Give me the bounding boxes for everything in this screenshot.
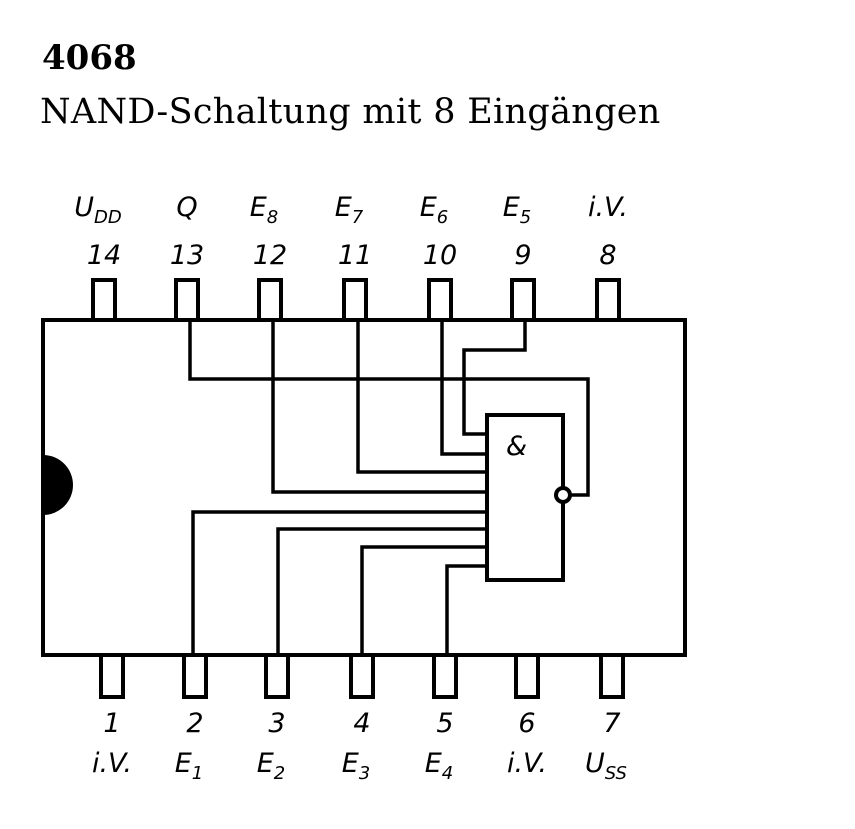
pin-number: 5 — [436, 708, 453, 739]
pin-number: 1 — [103, 708, 120, 739]
pin-number: 11 — [338, 240, 372, 271]
pin-bottom-2 — [264, 653, 290, 699]
pin-name: E6 — [420, 192, 449, 228]
wire-output-q — [188, 320, 590, 497]
gate-and-symbol: & — [506, 431, 527, 462]
wire-e8 — [271, 320, 487, 494]
pin-name-subscript: 8 — [267, 207, 278, 228]
wire-e7 — [356, 320, 487, 474]
chip-description: NAND-Schaltung mit 8 Eingängen — [40, 92, 661, 132]
pin-number: 7 — [603, 708, 620, 739]
pin-name: E3 — [342, 748, 371, 784]
pin-top-2 — [257, 278, 283, 322]
pin-top-6 — [595, 278, 621, 322]
pin-bottom-5 — [514, 653, 540, 699]
pin-number: 13 — [170, 240, 204, 271]
pin-number: 6 — [518, 708, 535, 739]
pin-name-subscript: 2 — [274, 763, 285, 784]
pin-name-base: E — [175, 748, 192, 779]
pin-bottom-0 — [99, 653, 125, 699]
pin-top-3 — [342, 278, 368, 322]
pin-bottom-4 — [432, 653, 458, 699]
pin-name-subscript: DD — [94, 207, 122, 228]
pin-name-subscript: 7 — [352, 207, 364, 228]
pin-number: 12 — [253, 240, 287, 271]
pin-name: i.V. — [92, 748, 132, 779]
pin-top-1 — [174, 278, 200, 322]
pin-name: E2 — [257, 748, 286, 784]
pin-top-4 — [427, 278, 453, 322]
pin-name-subscript: 6 — [437, 207, 448, 228]
pin-number: 9 — [514, 240, 531, 271]
pin-name-base: E — [335, 192, 352, 223]
wire-e1 — [191, 510, 487, 655]
pin-name-base: i.V. — [507, 748, 547, 779]
pin-name-base: E — [425, 748, 442, 779]
chip-number: 4068 — [42, 38, 137, 78]
wire-e6 — [440, 320, 487, 456]
pin-name-subscript: 4 — [442, 763, 453, 784]
pin-name: Q — [176, 192, 197, 223]
wire-e4 — [445, 564, 487, 655]
pin-name-base: i.V. — [588, 192, 628, 223]
pin-name-subscript: 1 — [192, 763, 203, 784]
pin-name: E5 — [503, 192, 532, 228]
pin-number: 3 — [268, 708, 285, 739]
pin-name-base: E — [257, 748, 274, 779]
pin-name-base: Q — [176, 192, 197, 223]
pin-name: i.V. — [588, 192, 628, 223]
wire-e2 — [276, 527, 487, 655]
pin-bottom-6 — [599, 653, 625, 699]
pin-number: 4 — [353, 708, 370, 739]
pin-name-base: E — [342, 748, 359, 779]
pin-name-base: U — [585, 748, 605, 779]
pin-top-0 — [91, 278, 117, 322]
inverter-bubble — [554, 486, 572, 504]
pin-name: UDD — [74, 192, 122, 228]
pin-name-subscript: 5 — [520, 207, 531, 228]
pin-name: USS — [585, 748, 627, 784]
pin-number: 14 — [87, 240, 121, 271]
pin-name-base: E — [420, 192, 437, 223]
wire-e5 — [462, 320, 527, 436]
pin-name-base: U — [74, 192, 94, 223]
orientation-notch — [43, 455, 73, 515]
pin-name: E7 — [335, 192, 364, 228]
pin-top-5 — [510, 278, 536, 322]
pin-name-base: i.V. — [92, 748, 132, 779]
pin-name-subscript: SS — [605, 763, 627, 784]
internal-wiring — [188, 320, 590, 655]
pin-number: 2 — [186, 708, 203, 739]
pin-name: E1 — [175, 748, 204, 784]
pin-number: 10 — [423, 240, 457, 271]
pin-bottom-3 — [349, 653, 375, 699]
pin-number: 8 — [599, 240, 616, 271]
pin-name: E4 — [425, 748, 454, 784]
pin-bottom-1 — [182, 653, 208, 699]
pin-name: E8 — [250, 192, 279, 228]
pin-name-subscript: 3 — [359, 763, 370, 784]
pin-name-base: E — [250, 192, 267, 223]
pin-name-base: E — [503, 192, 520, 223]
pin-name: i.V. — [507, 748, 547, 779]
wire-e3 — [360, 545, 487, 655]
